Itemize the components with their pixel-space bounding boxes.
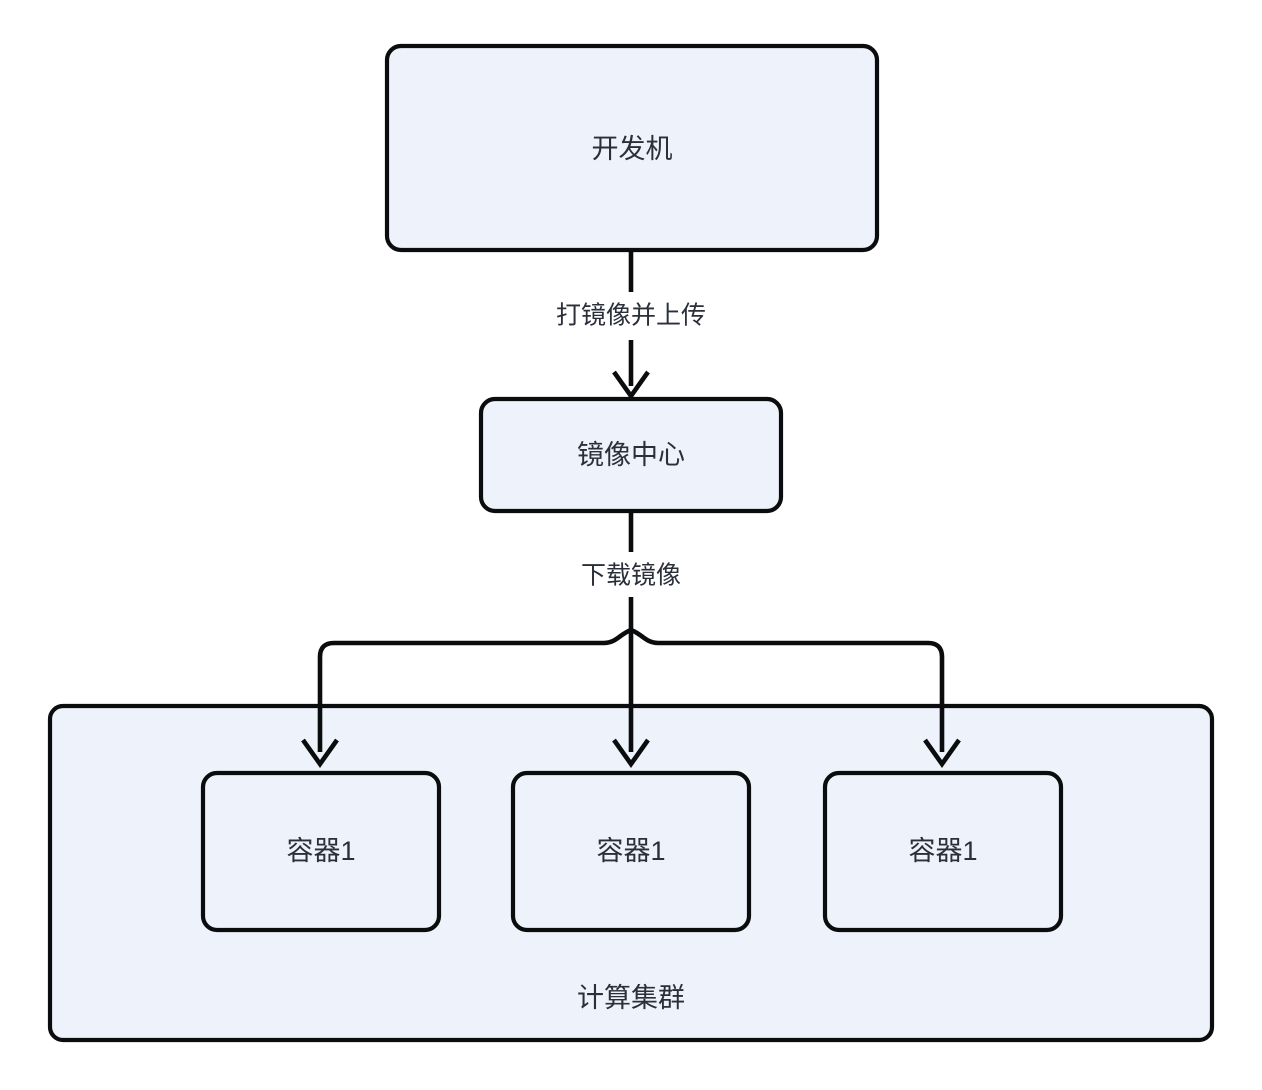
node-dev-machine-label: 开发机 <box>592 134 673 164</box>
node-image-registry-label: 镜像中心 <box>577 440 685 470</box>
cluster-label: 计算集群 <box>577 983 685 1013</box>
node-container-3[interactable]: 容器1 <box>822 770 1064 933</box>
edge-branch-right <box>630 627 945 752</box>
node-dev-machine-shape[interactable] <box>384 43 880 253</box>
node-image-registry[interactable]: 镜像中心 <box>478 396 784 514</box>
node-dev-machine[interactable]: 开发机 <box>384 43 880 253</box>
edge-branch-right-arrowhead <box>923 738 961 768</box>
edge-branch-left <box>317 627 632 752</box>
edge-registry-to-containers: 下载镜像 <box>301 512 961 768</box>
node-container-1-shape[interactable] <box>200 770 442 933</box>
edge-dev-to-registry-arrowhead <box>612 370 650 400</box>
node-container-2-label: 容器1 <box>596 836 665 866</box>
node-container-1[interactable]: 容器1 <box>200 770 442 933</box>
node-container-3-label: 容器1 <box>908 836 977 866</box>
edge-dev-to-registry: 打镜像并上传 <box>556 252 706 400</box>
edge-label-build-and-upload: 打镜像并上传 <box>556 302 706 330</box>
edge-branch-center-arrowhead <box>612 738 650 768</box>
node-container-2-shape[interactable] <box>510 770 752 933</box>
edge-label-download-image: 下载镜像 <box>581 562 681 590</box>
edge-branch-left-arrowhead <box>301 738 339 768</box>
node-container-1-label: 容器1 <box>286 836 355 866</box>
node-image-registry-shape[interactable] <box>478 396 784 514</box>
node-container-3-shape[interactable] <box>822 770 1064 933</box>
node-container-2[interactable]: 容器1 <box>510 770 752 933</box>
